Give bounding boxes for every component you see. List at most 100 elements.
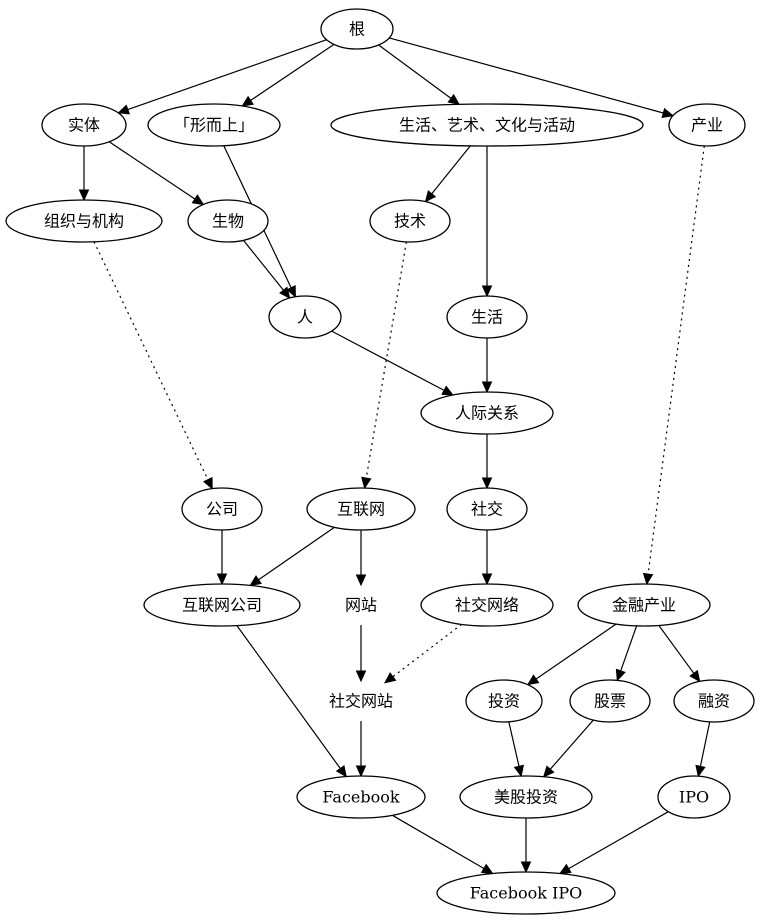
edge-line — [365, 241, 407, 479]
node-finance-shape — [577, 583, 711, 627]
arrow-head-icon — [695, 764, 706, 778]
node-life-arts: 生活、艺术、文化与活动 — [330, 103, 644, 147]
edge-line — [392, 814, 485, 870]
edge-life-arts-to-technology — [424, 145, 471, 203]
edge-line — [431, 145, 471, 195]
edge-entity-to-organism — [108, 141, 205, 206]
arrow-head-icon — [642, 572, 654, 586]
arrow-head-icon — [78, 189, 90, 202]
node-finance: 金融产业 — [577, 583, 711, 627]
edge-line — [658, 625, 695, 674]
node-metaphysical: 「形而上」 — [147, 103, 281, 147]
node-life-arts-shape — [330, 103, 644, 147]
node-stock: 股票 — [569, 679, 651, 723]
arrow-head-icon — [441, 385, 454, 396]
edge-line — [331, 330, 445, 391]
edge-line — [378, 44, 452, 99]
node-financing-shape — [673, 679, 755, 723]
node-us-stock-investment: 美股投资 — [459, 775, 593, 819]
edge-line — [243, 240, 284, 291]
arrow-head-icon — [558, 863, 572, 875]
node-entity: 实体 — [41, 103, 127, 147]
node-social-label: 社交 — [471, 500, 503, 519]
arrow-head-icon — [615, 668, 626, 682]
arrow-head-icon — [191, 194, 205, 206]
node-company-shape — [181, 487, 263, 531]
node-social-network-shape — [420, 583, 554, 627]
arrow-head-icon — [361, 476, 372, 490]
arrow-head-icon — [481, 573, 493, 586]
node-company-label: 公司 — [206, 500, 238, 519]
node-org: 组织与机构 — [5, 199, 163, 243]
edge-root-to-metaphysical — [241, 43, 335, 107]
node-facebook-shape — [296, 775, 426, 819]
edge-entity-to-org — [78, 146, 90, 202]
arrow-head-icon — [241, 95, 254, 107]
edge-line — [535, 623, 617, 680]
node-entity-label: 实体 — [68, 116, 100, 135]
node-social-shape — [446, 487, 528, 531]
node-metaphysical-label: 「形而上」 — [174, 116, 254, 135]
arrow-head-icon — [279, 286, 291, 299]
node-facebook-ipo-shape — [436, 871, 616, 915]
node-social-website-label: 社交网站 — [329, 692, 393, 711]
node-social: 社交 — [446, 487, 528, 531]
edge-organism-to-person — [243, 240, 291, 299]
node-investment-label: 投资 — [488, 692, 520, 711]
node-metaphysical-shape — [147, 103, 281, 147]
node-organism-shape — [187, 199, 269, 243]
node-life: 生活 — [446, 295, 528, 339]
node-life-shape — [446, 295, 528, 339]
arrow-head-icon — [355, 574, 367, 587]
edge-financing-to-ipo — [695, 721, 711, 778]
node-entity-shape — [41, 103, 127, 147]
edge-internet-company-to-facebook — [236, 625, 347, 778]
node-organism: 生物 — [187, 199, 269, 243]
node-person-shape — [268, 295, 342, 339]
edge-technology-to-internet — [361, 241, 407, 490]
edge-investment-to-us-stock-investment — [508, 721, 525, 778]
edge-line — [236, 625, 341, 769]
node-investment: 投资 — [465, 679, 543, 723]
arrow-head-icon — [286, 285, 296, 298]
edge-line — [258, 526, 335, 581]
node-ipo-label: IPO — [679, 788, 709, 807]
arrow-head-icon — [249, 575, 262, 587]
arrow-head-icon — [481, 285, 493, 298]
node-internet-company: 互联网公司 — [143, 583, 301, 627]
node-industry-shape — [668, 103, 746, 147]
node-internet-shape — [306, 487, 416, 531]
edge-finance-to-investment — [526, 623, 617, 686]
edge-line — [93, 241, 209, 480]
edge-us-stock-investment-to-facebook-ipo — [520, 818, 532, 874]
node-social-network: 社交网络 — [420, 583, 554, 627]
edge-person-to-relationship — [331, 330, 454, 396]
node-relationship-shape — [420, 391, 554, 435]
edge-line — [108, 141, 196, 200]
edge-relationship-to-social — [481, 434, 493, 490]
edge-root-to-industry — [389, 37, 675, 119]
node-social-network-label: 社交网络 — [455, 596, 519, 615]
node-website: 网站 — [345, 596, 377, 615]
edge-internet-to-internet-company — [249, 526, 335, 587]
node-root-label: 根 — [349, 20, 365, 39]
node-investment-shape — [465, 679, 543, 723]
node-technology-label: 技术 — [394, 212, 426, 231]
edge-ipo-to-facebook-ipo — [558, 811, 669, 875]
node-finance-label: 金融产业 — [612, 596, 676, 615]
edge-life-to-relationship — [481, 338, 493, 394]
node-root: 根 — [320, 8, 394, 50]
arrow-head-icon — [689, 669, 701, 683]
arrow-head-icon — [117, 104, 131, 115]
edge-line — [699, 721, 711, 767]
node-stock-shape — [569, 679, 651, 723]
arrow-head-icon — [542, 765, 555, 778]
edge-facebook-to-facebook-ipo — [392, 814, 494, 875]
arrow-head-icon — [355, 670, 367, 683]
node-ipo: IPO — [657, 775, 731, 819]
arrow-head-icon — [216, 573, 228, 586]
node-organism-label: 生物 — [212, 212, 244, 231]
node-us-stock-investment-label: 美股投资 — [494, 788, 558, 807]
edge-finance-to-stock — [615, 625, 638, 682]
